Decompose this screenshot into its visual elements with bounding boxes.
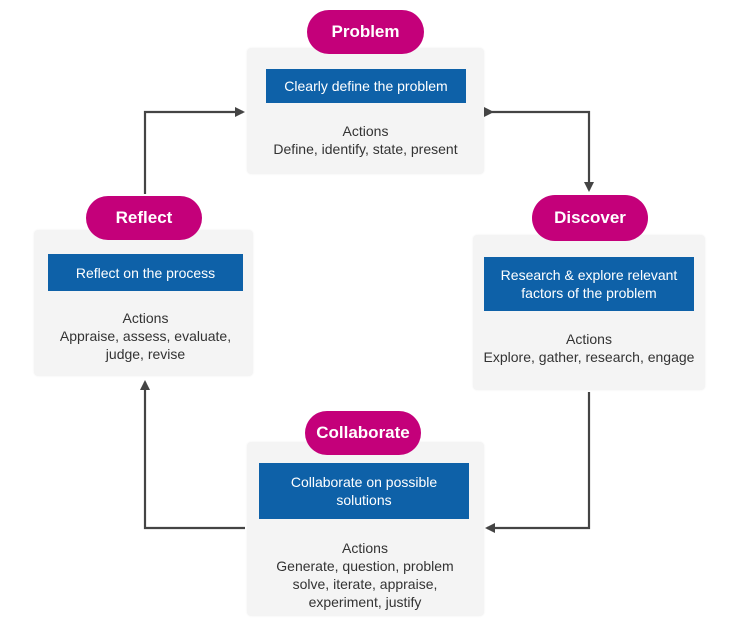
problem-banner: Clearly define the problem — [266, 69, 466, 103]
problem-actions-title: Actions — [342, 123, 389, 139]
reflect-pill: Reflect — [86, 196, 202, 240]
problem-card: Clearly define the problem Actions Defin… — [247, 48, 484, 174]
arrow-problem-to-discover — [484, 107, 594, 192]
arrow-discover-to-collaborate — [485, 392, 591, 533]
discover-pill: Discover — [532, 195, 648, 241]
problem-actions: Actions Define, identify, state, present — [252, 122, 479, 158]
collaborate-actions-text: Generate, question, problem solve, itera… — [276, 558, 454, 610]
reflect-actions-text: Appraise, assess, evaluate, judge, revis… — [59, 328, 232, 362]
collaborate-actions: Actions Generate, question, problem solv… — [265, 539, 465, 611]
discover-actions-text: Explore, gather, research, engage — [483, 349, 695, 365]
reflect-actions: Actions Appraise, assess, evaluate, judg… — [48, 309, 243, 363]
arrow-collaborate-to-reflect — [140, 380, 245, 530]
discover-actions-title: Actions — [566, 331, 612, 347]
collaborate-actions-title: Actions — [342, 540, 388, 556]
discover-banner: Research & explore relevant factors of t… — [484, 257, 694, 311]
reflect-card: Reflect on the process Actions Appraise,… — [34, 230, 253, 376]
collaborate-banner: Collaborate on possible solutions — [259, 463, 469, 519]
problem-pill: Problem — [307, 10, 424, 54]
discover-card: Research & explore relevant factors of t… — [473, 235, 705, 390]
collaborate-card: Collaborate on possible solutions Action… — [247, 442, 484, 616]
reflect-banner: Reflect on the process — [48, 254, 243, 291]
arrow-reflect-to-problem — [143, 107, 245, 194]
discover-actions: Actions Explore, gather, research, engag… — [477, 330, 701, 366]
collaborate-pill: Collaborate — [305, 411, 421, 455]
reflect-actions-title: Actions — [122, 310, 169, 326]
problem-actions-text: Define, identify, state, present — [273, 141, 458, 157]
